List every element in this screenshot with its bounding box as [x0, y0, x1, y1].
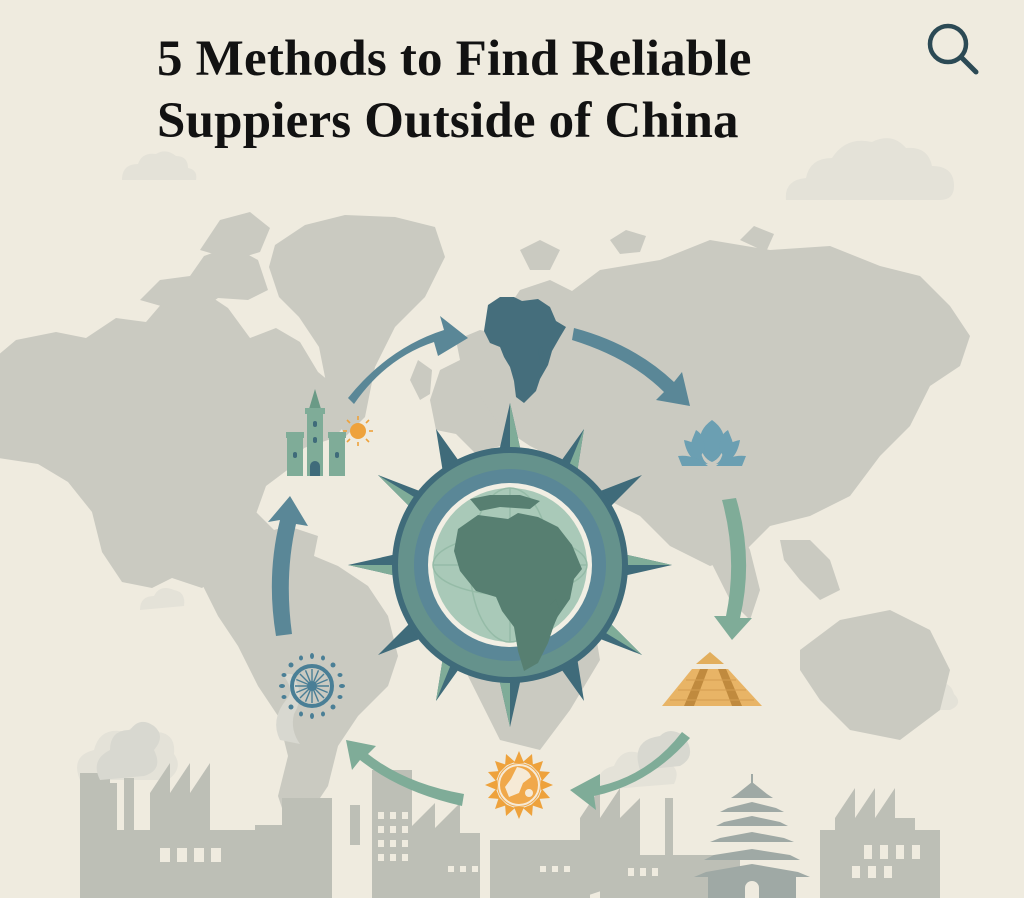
title-line-2: Suppiers Outside of China: [157, 93, 739, 149]
arrow-bottom-right: [570, 732, 690, 810]
arrow-right-down: [714, 498, 752, 640]
arrow-top-left: [348, 316, 468, 404]
arrow-top-right: [572, 328, 690, 406]
dharma-wheel-icon: [279, 653, 345, 719]
page-title: 5 Methods to Find Reliable Suppiers Outs…: [157, 28, 877, 152]
lotus-icon: [678, 420, 746, 466]
africa-map-icon: [484, 297, 566, 403]
sun-globe-icon: [485, 751, 553, 819]
title-line-1: 5 Methods to Find Reliable: [157, 31, 752, 87]
sun-icon: [343, 416, 373, 446]
search-icon: [927, 23, 979, 75]
search-button[interactable]: [920, 12, 994, 86]
pyramid-icon: [662, 652, 762, 706]
arrow-bottom-left: [346, 740, 464, 806]
castle-icon: [286, 389, 346, 476]
arrow-left-up: [268, 496, 308, 636]
world-map: [0, 212, 970, 826]
